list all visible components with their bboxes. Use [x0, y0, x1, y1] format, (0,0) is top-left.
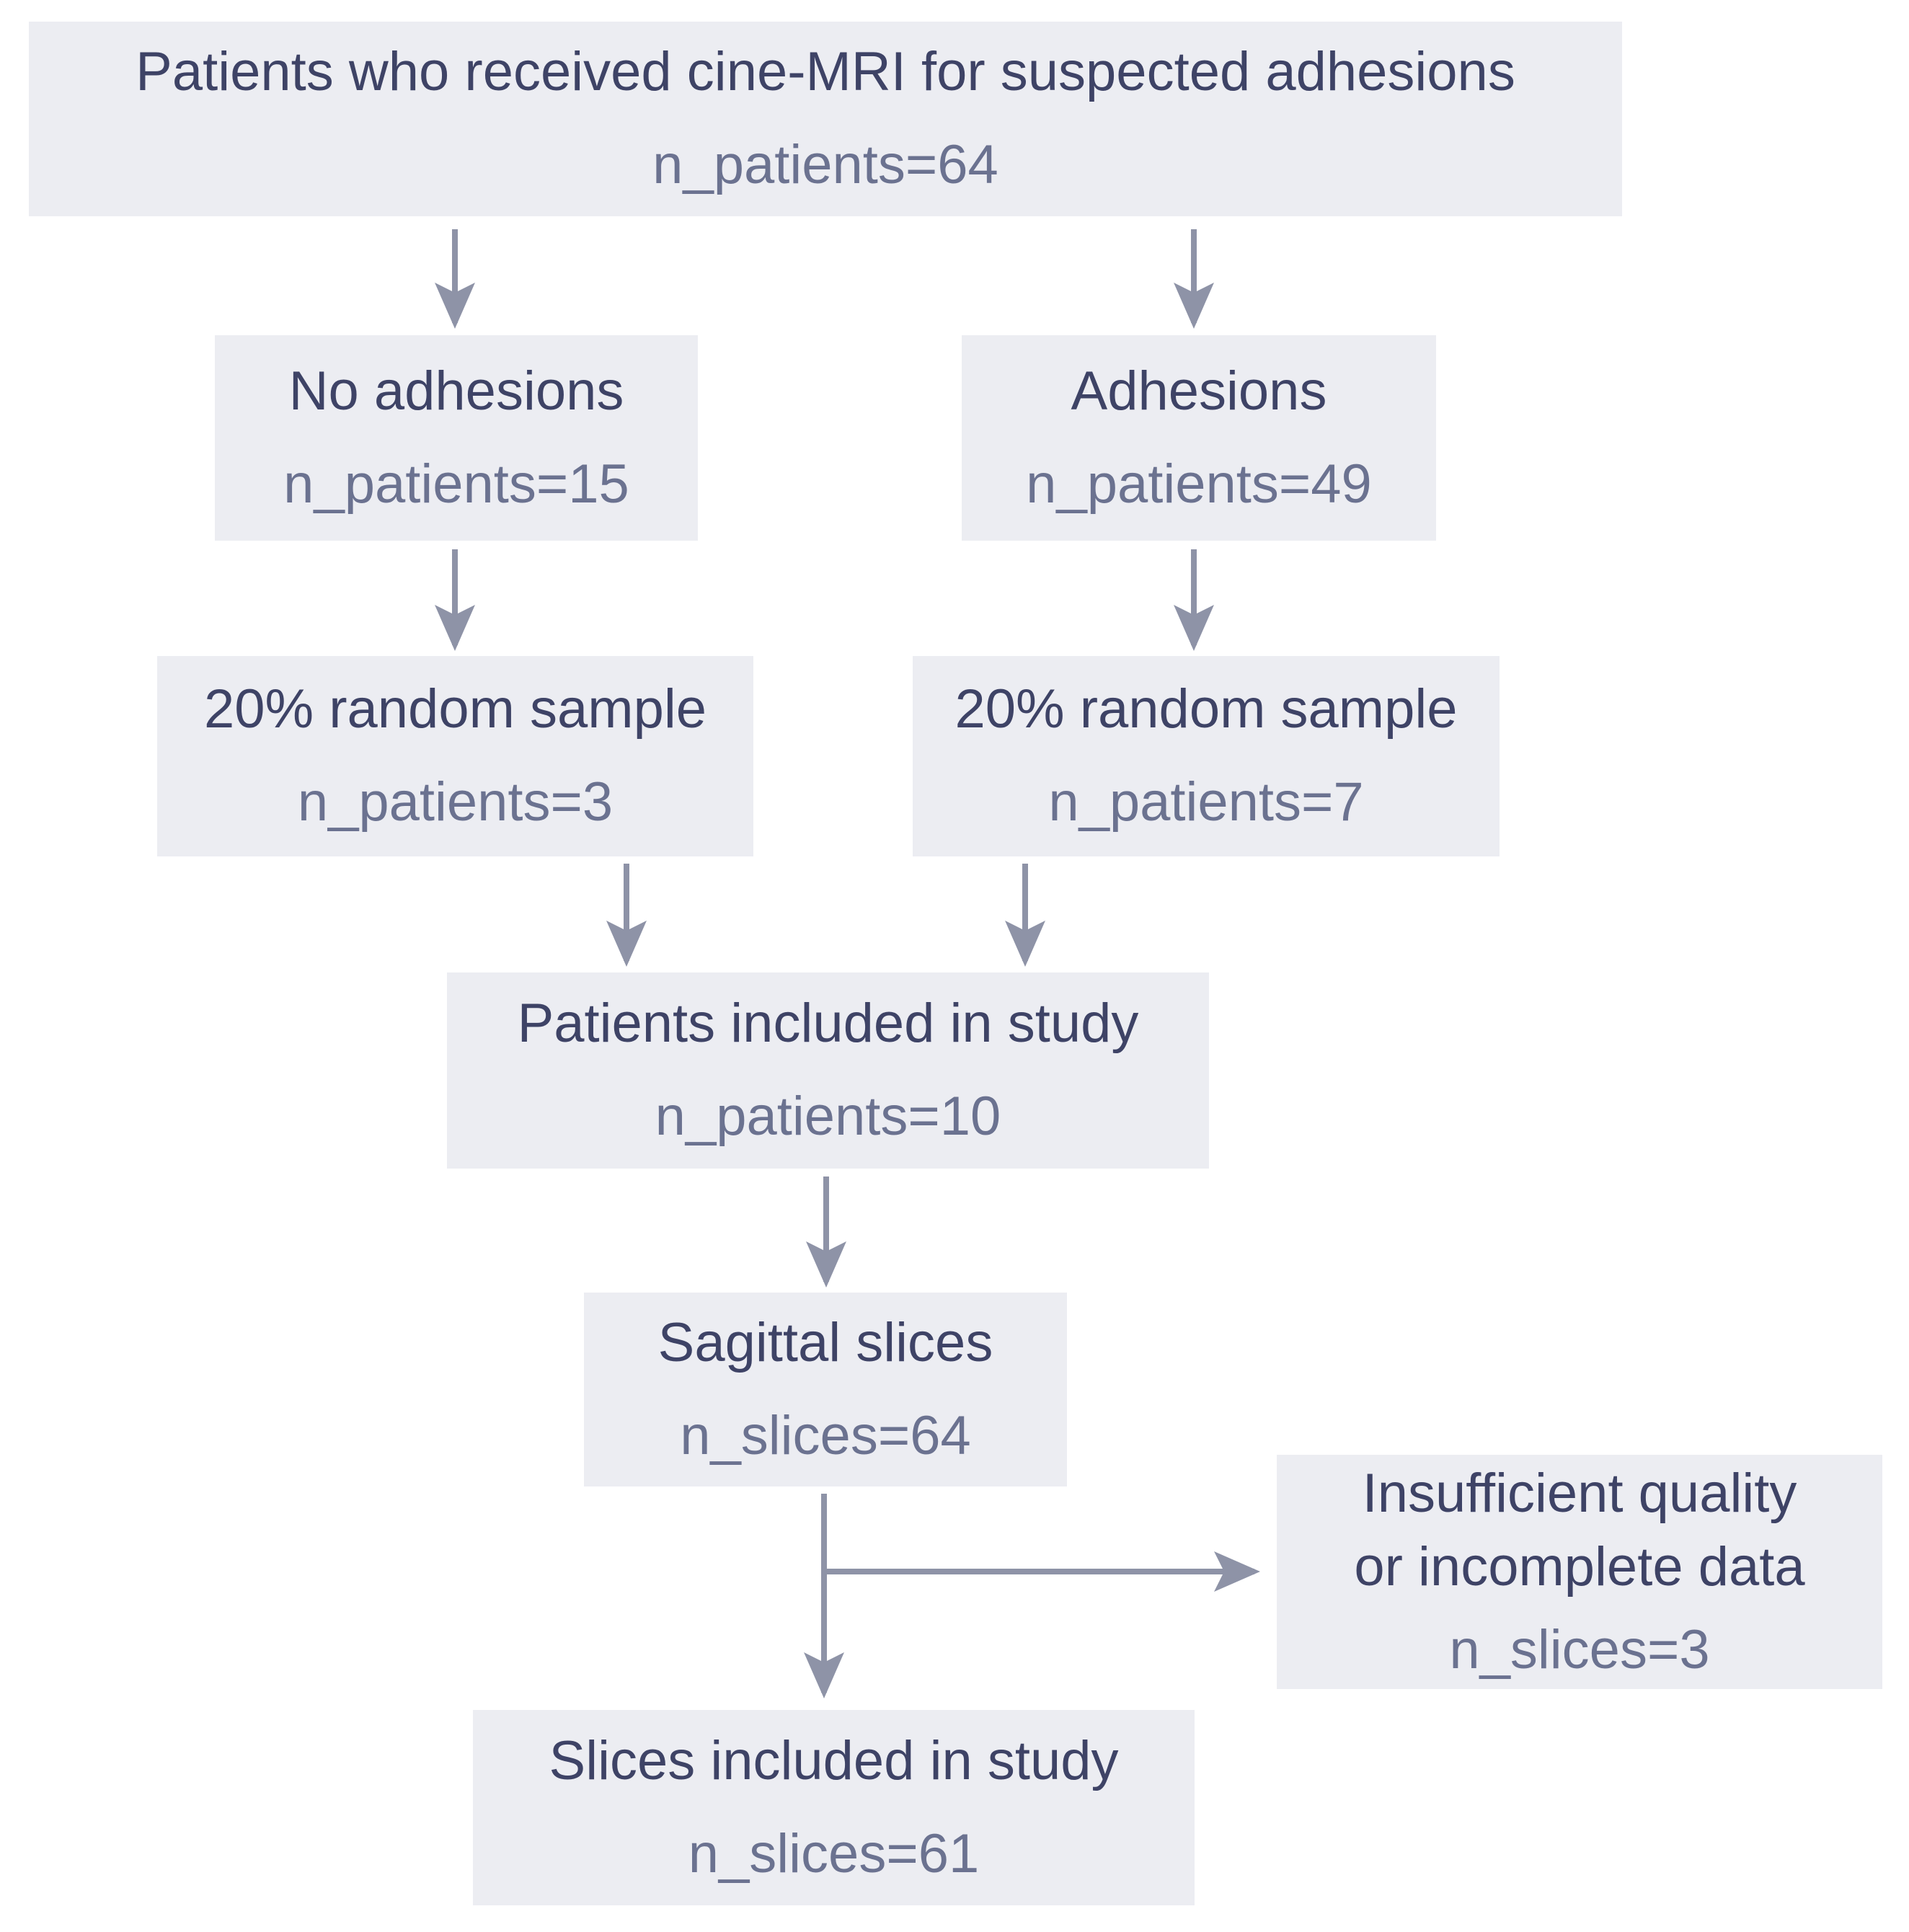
node-slices-included-count: n_slices=61 [688, 1822, 980, 1884]
node-insufficient: Insufficient quality or incomplete data … [1277, 1455, 1882, 1689]
node-sample-no-adhesions: 20% random sample n_patients=3 [157, 656, 753, 856]
node-sample-no-adhesions-count: n_patients=3 [297, 771, 614, 833]
node-sample-adhesions: 20% random sample n_patients=7 [913, 656, 1500, 856]
node-no-adhesions-count: n_patients=15 [283, 453, 629, 515]
node-adhesions-label: Adhesions [1071, 360, 1327, 422]
node-slices-included: Slices included in study n_slices=61 [473, 1710, 1195, 1905]
node-received: Patients who received cine-MRI for suspe… [29, 22, 1622, 216]
node-sample-no-adhesions-label: 20% random sample [203, 678, 707, 740]
node-sample-adhesions-count: n_patients=7 [1048, 771, 1364, 833]
node-sagittal-slices-count: n_slices=64 [680, 1404, 971, 1466]
node-received-count: n_patients=64 [652, 134, 998, 195]
node-insufficient-count: n_slices=3 [1449, 1618, 1710, 1680]
node-adhesions: Adhesions n_patients=49 [962, 335, 1436, 541]
node-slices-included-label: Slices included in study [549, 1729, 1119, 1791]
node-no-adhesions: No adhesions n_patients=15 [215, 335, 698, 541]
node-patients-included: Patients included in study n_patients=10 [447, 972, 1209, 1169]
node-no-adhesions-label: No adhesions [288, 360, 624, 422]
node-adhesions-count: n_patients=49 [1026, 453, 1372, 515]
node-received-label: Patients who received cine-MRI for suspe… [136, 41, 1515, 103]
node-sagittal-slices: Sagittal slices n_slices=64 [584, 1293, 1067, 1486]
node-patients-included-count: n_patients=10 [655, 1086, 1001, 1147]
node-insufficient-label: Insufficient quality or incomplete data [1354, 1462, 1805, 1598]
node-patients-included-label: Patients included in study [517, 993, 1139, 1055]
node-sample-adhesions-label: 20% random sample [954, 678, 1458, 740]
node-sagittal-slices-label: Sagittal slices [657, 1311, 993, 1373]
